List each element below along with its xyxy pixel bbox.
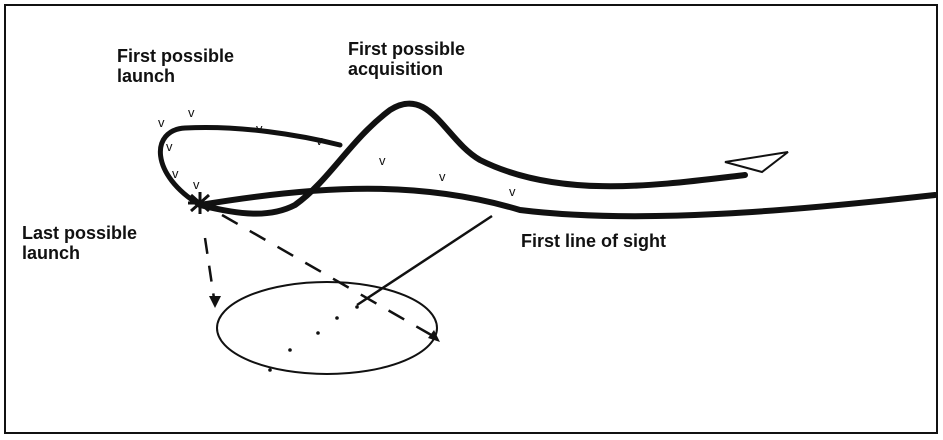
dashed-down-arrowhead [209, 296, 221, 308]
track-tick-mark: v [316, 133, 323, 148]
scatter-dot [268, 368, 272, 372]
track-tick-mark: v [193, 177, 200, 192]
label-first-possible-launch-line2: launch [117, 66, 176, 86]
dashed-line-down [203, 237, 217, 306]
label-first-line-of-sight: First line of sight [521, 231, 666, 251]
direction-arrowhead [724, 151, 789, 174]
label-first-possible-acquisition: First possible acquisition [348, 39, 465, 79]
scatter-dot [355, 305, 359, 309]
label-first-possible-launch-line1: First possible [117, 46, 235, 66]
track-tick-mark: v [379, 153, 386, 168]
label-last-possible-launch-line1: Last possible [22, 223, 138, 243]
dashed-arrowhead [428, 330, 440, 342]
label-first-line-of-sight-text: First line of sight [521, 231, 667, 251]
last-launch-star [188, 192, 212, 214]
scatter-dot [288, 348, 292, 352]
scatter-dot [335, 316, 339, 320]
track-tick-mark: v [158, 115, 165, 130]
label-first-possible-launch: First possible launch [117, 46, 234, 86]
acquisition-ellipse [216, 281, 438, 375]
label-first-possible-acquisition-line1: First possible [348, 39, 466, 59]
diagram-frame [4, 4, 938, 434]
scatter-dot [316, 331, 320, 335]
track-tick-mark: v [439, 169, 446, 184]
label-last-possible-launch-line2: launch [22, 243, 81, 263]
line-of-sight-line [356, 214, 493, 307]
aircraft-track-loop [158, 124, 343, 208]
track-tick-mark: v [188, 105, 195, 120]
track-tick-mark: v [166, 139, 173, 154]
label-first-possible-acquisition-line2: acquisition [348, 59, 444, 79]
aircraft-track [197, 100, 748, 217]
dashed-line-diagonal [221, 213, 441, 342]
label-last-possible-launch: Last possible launch [22, 223, 137, 263]
track-tick-mark: v [172, 166, 179, 181]
track-tick-mark: v [256, 121, 263, 136]
track-tick-mark: v [509, 184, 516, 199]
